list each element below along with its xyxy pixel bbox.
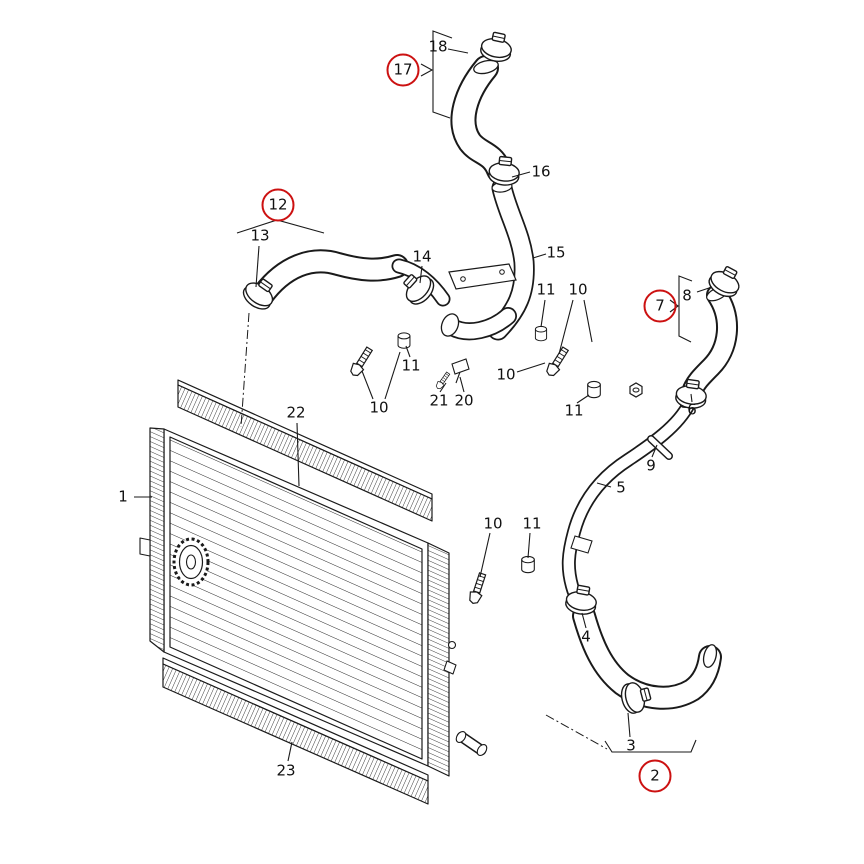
- part-label-10: 10: [483, 514, 503, 533]
- part-label-2-highlighted: 2: [638, 759, 672, 793]
- part-label-6: 6: [687, 400, 697, 419]
- part-label-5: 5: [616, 478, 626, 497]
- center-elbow-bracket: [440, 263, 517, 341]
- part-label-11: 11: [564, 401, 584, 420]
- part-label-11: 11: [401, 356, 421, 375]
- part-label-4: 4: [581, 627, 591, 646]
- lower-charge-hose: [572, 604, 722, 710]
- part-label-7-highlighted: 7: [643, 289, 677, 323]
- part-label-23: 23: [276, 761, 296, 780]
- part-label-11: 11: [522, 514, 542, 533]
- part-label-15: 15: [546, 243, 566, 262]
- left-side-frame: [149, 427, 165, 653]
- outlet-neck: [455, 731, 488, 756]
- clamps-and-fasteners: [238, 29, 746, 717]
- part-label-14: 14: [412, 247, 432, 266]
- part-label-10: 10: [496, 365, 516, 384]
- part-label-3: 3: [626, 736, 636, 755]
- part-label-11: 11: [536, 280, 556, 299]
- part-label-10: 10: [369, 398, 389, 417]
- radiator-cap: [172, 537, 210, 587]
- tank-port: [447, 640, 457, 650]
- part-label-16: 16: [531, 162, 551, 181]
- retainer-clip-20: [451, 358, 470, 384]
- upper-charge-hose: [450, 55, 512, 183]
- centerlines: [240, 312, 608, 750]
- part-label-8: 8: [682, 286, 692, 305]
- part-label-17-highlighted: 17: [386, 53, 420, 87]
- part-label-20: 20: [454, 391, 474, 410]
- left-mount-tab: [139, 537, 151, 557]
- part-label-18: 18: [428, 37, 448, 56]
- part-label-10: 10: [568, 280, 588, 299]
- core-face: [169, 436, 423, 760]
- part-label-21: 21: [429, 391, 449, 410]
- bottom-grille-bar: [162, 657, 429, 805]
- part-label-13: 13: [250, 226, 270, 245]
- tank-bracket: [443, 660, 457, 675]
- part-label-1: 1: [118, 487, 128, 506]
- part-label-22: 22: [286, 403, 306, 422]
- part-label-12-highlighted: 12: [261, 188, 295, 222]
- radiator-intercooler: [139, 379, 488, 805]
- part-label-9: 9: [646, 456, 656, 475]
- right-side-tank: [427, 542, 450, 777]
